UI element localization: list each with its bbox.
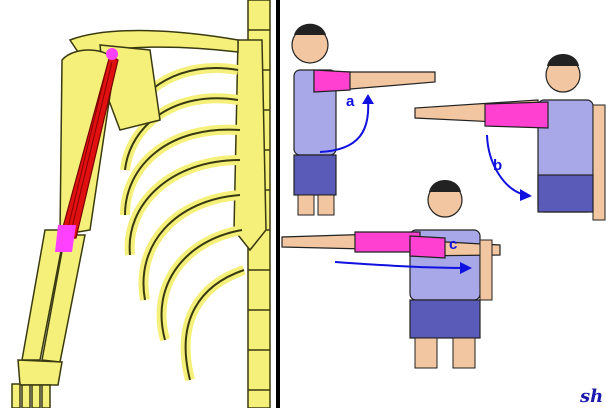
skeleton-illustration (0, 0, 276, 408)
anatomy-panel (0, 0, 276, 408)
sternum (234, 40, 266, 250)
hand (12, 360, 62, 408)
label-a: a (346, 93, 355, 110)
label-b: b (493, 157, 502, 174)
label-c: c (449, 236, 457, 253)
figure-adduction: c (282, 180, 500, 368)
signature: sh (579, 386, 603, 407)
muscle-origin (106, 48, 118, 60)
motion-illustration: a b (280, 0, 606, 408)
motion-panel: a b (280, 0, 606, 408)
figure-flexion: a (292, 24, 435, 215)
